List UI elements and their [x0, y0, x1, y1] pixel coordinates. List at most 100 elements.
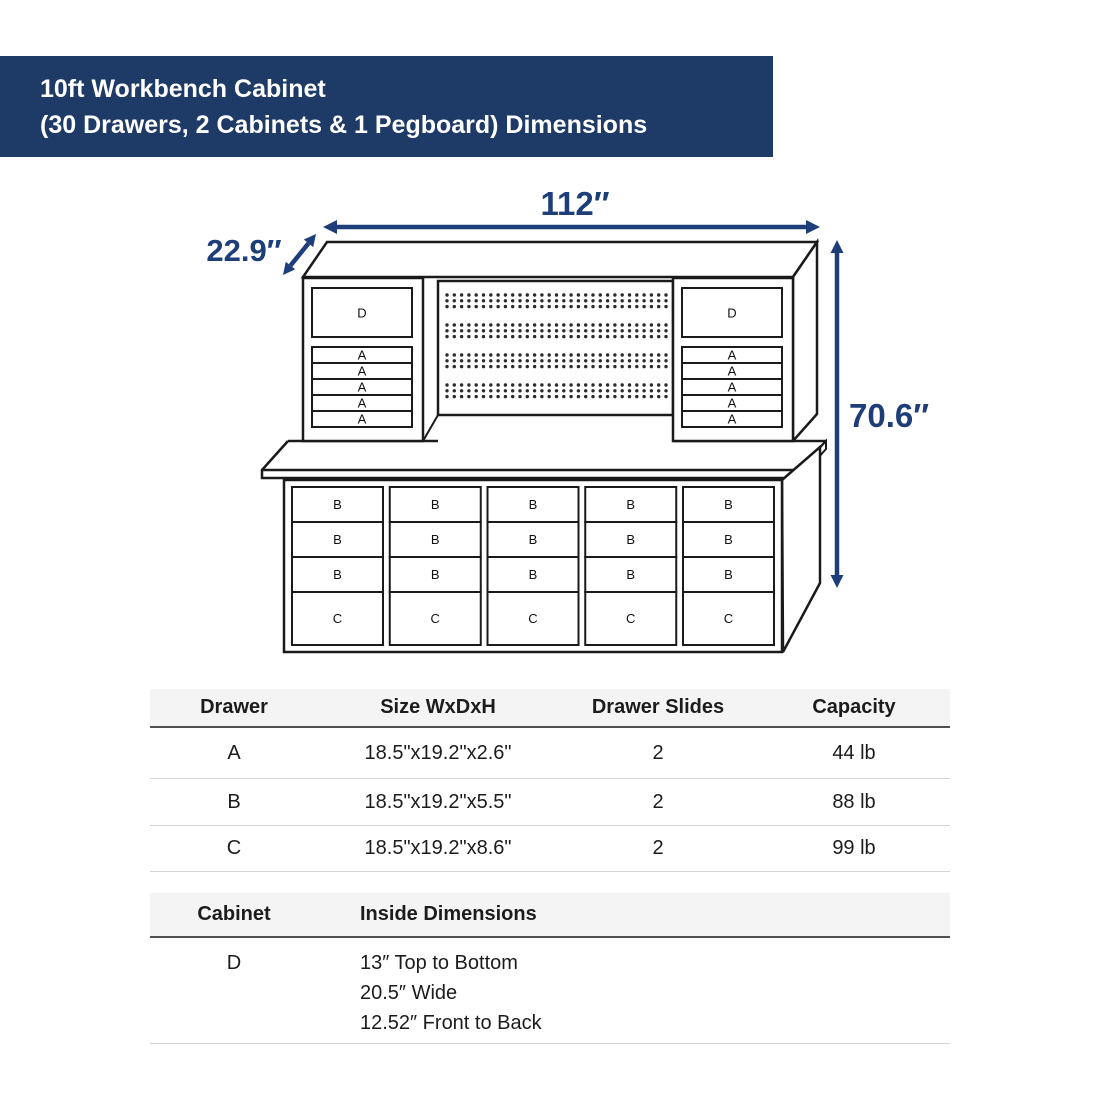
drawer-b-label: B [431, 497, 440, 512]
cabinet-d-label: D [727, 306, 736, 321]
drawer-b-label: B [431, 532, 440, 547]
depth-dimension-line [288, 241, 311, 268]
drawer-b [388, 486, 482, 523]
cabinet-table-header-cabinet: Cabinet [197, 903, 271, 925]
depth-arrowhead-lower [283, 261, 296, 275]
drawer-b-label: B [333, 567, 342, 582]
drawer-b [291, 521, 384, 558]
drawer-bank-5: B B B C [682, 486, 775, 646]
drawer-bank-4: B B B C [584, 486, 678, 646]
drawer-a-label: A [358, 396, 367, 411]
height-arrowhead-top [830, 240, 844, 253]
width-arrowhead-left [323, 220, 337, 234]
worktop-front-edge [260, 468, 802, 480]
drawer-b-label: B [333, 497, 342, 512]
drawer-a-capacity: 44 lb [832, 741, 876, 764]
drawer-c-label: C [724, 611, 733, 626]
drawer-c [388, 591, 482, 646]
width-arrowhead-right [806, 220, 820, 234]
title-banner: 10ft Workbench Cabinet (30 Drawers, 2 Ca… [0, 56, 773, 157]
drawer-c [584, 591, 678, 646]
cabinet-d-door [681, 287, 783, 338]
cabinet-spec-table: Cabinet Inside Dimensions D 13″ Top to B… [150, 893, 950, 1044]
drawer-b-label: B [724, 497, 733, 512]
drawer-table-header-size: Size WxDxH [380, 696, 496, 718]
drawer-a-slides: 2 [652, 741, 664, 764]
dimension-annotations: 112″ 22.9″ 70.6″ [206, 185, 929, 588]
title-line-1: 10ft Workbench Cabinet [40, 75, 326, 103]
worktop-surface [262, 441, 826, 470]
drawer-a-label: A [728, 396, 737, 411]
table-row: A 18.5"x19.2"x2.6" 2 44 lb [150, 728, 950, 779]
drawer-b [682, 486, 775, 523]
drawer-c-capacity: 99 lb [832, 837, 876, 859]
depth-arrowhead-upper [303, 234, 316, 248]
cabinet-d-label: D [357, 306, 366, 321]
drawer-b-label: B [333, 532, 342, 547]
drawer-a-label: A [728, 380, 737, 395]
table-row: C 18.5"x19.2"x8.6" 2 99 lb [150, 826, 950, 872]
drawer-b-size: 18.5"x19.2"x5.5" [364, 790, 512, 813]
pegboard-recess-edge [422, 414, 439, 442]
drawer-a [311, 410, 413, 428]
drawer-a-label: A [358, 364, 367, 379]
drawer-b-capacity: 88 lb [832, 790, 876, 813]
drawer-table-header-drawer: Drawer [200, 696, 268, 718]
drawer-a-size: 18.5"x19.2"x2.6" [364, 741, 512, 764]
cabinet-table-header-row: Cabinet Inside Dimensions [150, 893, 950, 938]
drawer-c-slides: 2 [652, 837, 664, 859]
height-arrowhead-bottom [830, 575, 844, 588]
drawer-a-label: A [728, 412, 737, 427]
drawer-c-label: C [528, 611, 537, 626]
height-dimension-label: 70.6″ [849, 397, 929, 434]
drawer-bank-2: B B B C [388, 486, 482, 646]
drawer-c [486, 591, 580, 646]
drawer-b-label: B [626, 567, 635, 582]
drawer-b [388, 521, 482, 558]
cabinet-d-dimension-depth: 12.52″ Front to Back [360, 1012, 542, 1034]
hutch-right-side-panel [791, 237, 819, 445]
drawer-a-label: A [728, 348, 737, 363]
pegboard-panel [436, 279, 675, 417]
drawer-c-label: C [431, 611, 440, 626]
drawer-b-label: B [626, 497, 635, 512]
drawer-c-size: 18.5"x19.2"x8.6" [364, 837, 512, 859]
drawer-table-header-capacity: Capacity [812, 696, 896, 718]
drawer-b-label: B [529, 532, 538, 547]
drawer-c [291, 591, 384, 646]
title-line-2: (30 Drawers, 2 Cabinets & 1 Pegboard) Di… [40, 111, 648, 139]
cabinet-d-dimension-height: 13″ Top to Bottom [360, 952, 518, 974]
drawer-a [681, 410, 783, 428]
drawer-a-name: A [227, 741, 241, 764]
drawer-table-header-slides: Drawer Slides [591, 696, 725, 718]
drawer-spec-table: Drawer Size WxDxH Drawer Slides Capacity… [150, 689, 950, 872]
table-row: B 18.5"x19.2"x5.5" 2 88 lb [150, 779, 950, 826]
drawer-a-label: A [358, 348, 367, 363]
cabinet-d-door [311, 287, 413, 338]
drawer-b-label: B [626, 532, 635, 547]
drawer-b-label: B [724, 567, 733, 582]
drawer-c-label: C [626, 611, 635, 626]
pegboard-holes [445, 293, 668, 399]
drawer-b-label: B [724, 532, 733, 547]
table-row: D 13″ Top to Bottom 20.5″ Wide 12.52″ Fr… [150, 938, 950, 1044]
drawer-b-label: B [529, 497, 538, 512]
hutch-top-panel [300, 240, 820, 279]
drawer-c-label: C [333, 611, 342, 626]
base-cabinet-side-panel [780, 444, 822, 653]
drawer-table-header-row: Drawer Size WxDxH Drawer Slides Capacity [150, 689, 950, 728]
drawer-b-name: B [227, 790, 241, 813]
width-dimension-label: 112″ [540, 185, 609, 222]
depth-dimension-label: 22.9″ [206, 233, 281, 268]
drawer-b-slides: 2 [652, 790, 664, 813]
cabinet-d-dimensions: 13″ Top to Bottom 20.5″ Wide 12.52″ Fron… [318, 948, 950, 1038]
cabinet-table-header-dimensions: Inside Dimensions [360, 903, 537, 925]
drawer-b-label: B [431, 567, 440, 582]
